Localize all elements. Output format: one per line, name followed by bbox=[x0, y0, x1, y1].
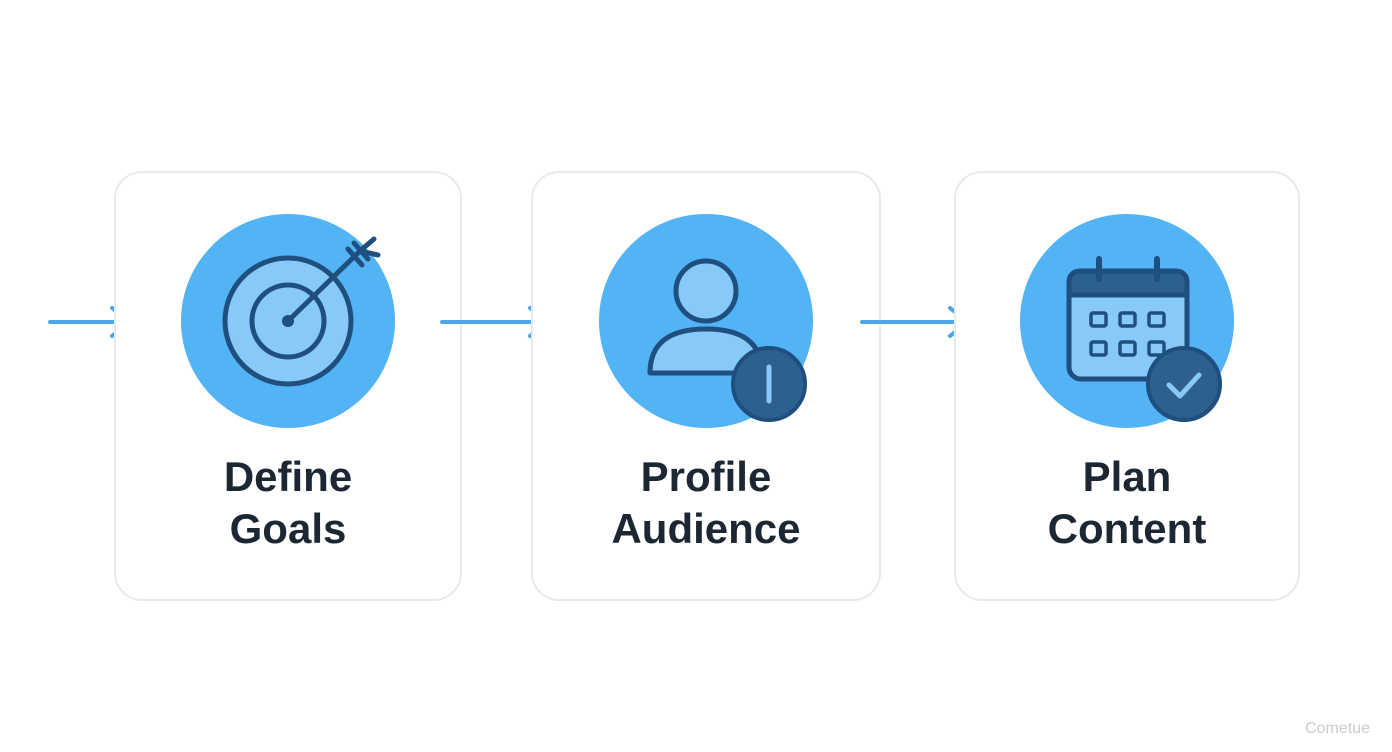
step-label-line1: Plan bbox=[1082, 453, 1172, 500]
step-label-line1: Define bbox=[223, 453, 353, 500]
step-label: Plan Content bbox=[956, 451, 1298, 555]
step-label-line2: Goals bbox=[229, 505, 347, 552]
calendar-check-icon bbox=[1020, 214, 1234, 428]
step-card-profile-audience: Profile Audience bbox=[531, 171, 881, 601]
step-card-define-goals: Define Goals bbox=[114, 171, 462, 601]
watermark: Cometue bbox=[1305, 720, 1370, 737]
step-label: Define Goals bbox=[116, 451, 460, 555]
step-label: Profile Audience bbox=[533, 451, 879, 555]
step-card-plan-content: Plan Content bbox=[954, 171, 1300, 601]
step-label-line1: Profile bbox=[640, 453, 772, 500]
user-profile-icon bbox=[599, 214, 813, 428]
target-with-arrow-icon bbox=[181, 214, 395, 428]
step-label-line2: Content bbox=[1047, 505, 1207, 552]
step-label-line2: Audience bbox=[611, 505, 801, 552]
